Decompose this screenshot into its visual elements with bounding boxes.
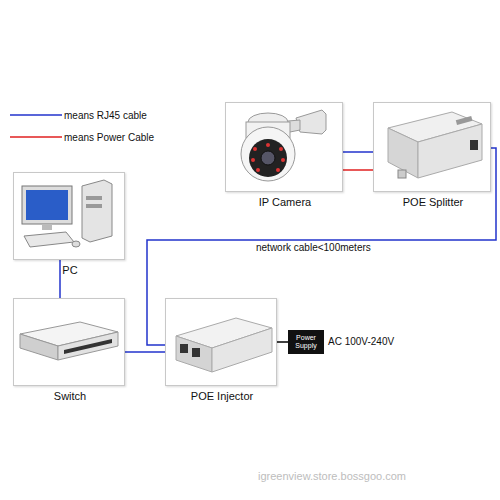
node-heading: Switch [0,390,156,402]
camera-leds [251,143,285,172]
node-heading: PC [0,264,156,276]
power-cable [343,169,373,171]
ip-camera-illustration [241,110,326,181]
led [266,143,270,147]
led [253,147,257,151]
wall-bracket [296,110,326,134]
switch-side [20,334,58,360]
watermark: igreenview.store.bossgoo.com [258,470,406,482]
power-supply-box: Power Supply [288,330,324,354]
camera-dome [241,127,295,181]
injector-top [176,318,272,348]
rj45-cable [125,351,165,353]
camera-cap [248,113,288,131]
rj45-cable [147,148,496,345]
poe-injector-illustration [176,318,272,372]
mouse [72,241,80,247]
keyboard [24,232,74,247]
injector-port [192,348,200,357]
legend-line [10,136,62,138]
monitor-frame [22,186,72,224]
injector-port [180,344,188,353]
splitter-port [470,140,478,150]
led [256,168,260,172]
led [281,158,285,162]
node-heading: POE Injector [136,390,308,402]
legend-line-sample [10,130,62,144]
legend-text: means Power Cable [64,132,154,143]
node-text: Power Supply [288,334,324,350]
power-lead [277,341,288,343]
camera-arm [276,120,300,134]
node-heading: IP Camera [196,196,374,208]
legend-line [10,114,62,116]
splitter-front [418,124,482,178]
splitter-label [456,116,473,125]
poe-splitter-illustration [388,112,482,178]
monitor-stand [42,224,52,230]
supply-voltage: AC 100V-240V [328,336,394,347]
pc-tower [82,180,112,242]
legend-entry: means RJ45 cable [10,108,147,122]
switch-box: Switch [13,298,125,386]
switch-illustration [20,322,118,360]
switch-ports [64,339,112,354]
injector-front [212,328,272,372]
splitter-side [388,128,418,178]
node-heading: POE Splitter [344,196,500,208]
pc-box: PC [13,172,125,260]
splitter-top [388,112,482,142]
legend-entry: means Power Cable [10,130,154,144]
rj45-cable [59,260,61,298]
camera-box: IP Camera [225,102,343,192]
monitor-screen [26,190,68,220]
edge-label: network cable<100meters [256,242,371,253]
legend-text: means RJ45 cable [64,110,147,121]
camera-lens [261,151,275,165]
led [276,168,280,172]
camera-lens-ring [249,139,287,177]
drive-bay [86,204,102,208]
led [279,147,283,151]
injector-side [176,336,212,372]
camera-housing [246,122,290,138]
rj45-cable [343,151,373,153]
legend-line-sample [10,108,62,122]
switch-front [58,332,118,360]
led [251,158,255,162]
drive-bay [86,196,102,200]
pc-illustration [22,180,112,247]
switch-top [20,322,118,346]
splitter-box: POE Splitter [373,102,491,192]
splitter-dc-plug [398,170,406,178]
injector-box: POE Injector [165,298,277,386]
